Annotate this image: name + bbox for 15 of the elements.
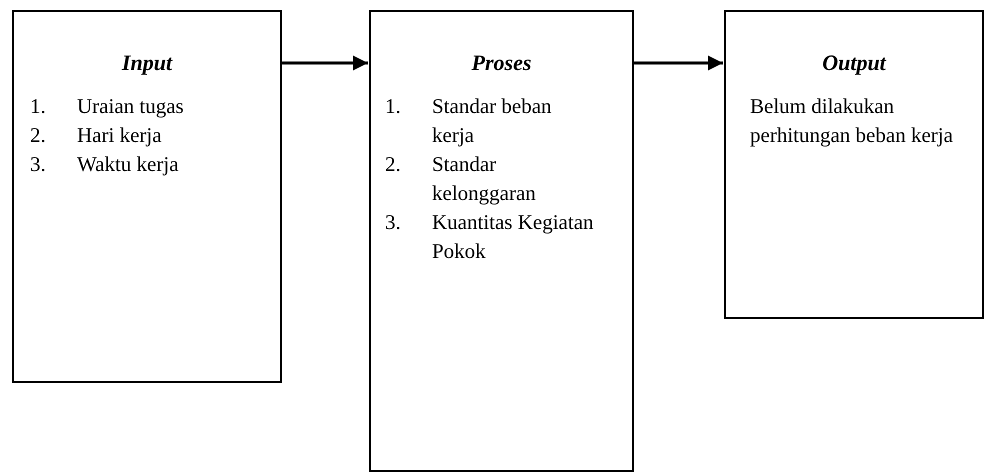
box-heading: Output — [821, 50, 888, 76]
box-text: Belum dilakukan perhitungan beban kerja — [750, 93, 954, 149]
list-item: 3. Kuantitas Kegiatan Pokok — [385, 209, 595, 265]
process-box — [724, 10, 984, 319]
list-item: 1. Standar beban kerja — [385, 93, 553, 149]
process-box — [369, 10, 634, 472]
list-item: 2. Standar kelonggaran — [385, 151, 537, 207]
list-item: 1. Uraian tugas — [30, 93, 185, 120]
box-heading: Proses — [470, 50, 532, 76]
process-box — [12, 10, 282, 383]
arrow — [282, 56, 368, 70]
box-heading: Input — [120, 50, 174, 76]
list-item: 2. Hari kerja — [30, 122, 163, 149]
list-item: 3. Waktu kerja — [30, 151, 180, 178]
arrow — [634, 56, 723, 70]
